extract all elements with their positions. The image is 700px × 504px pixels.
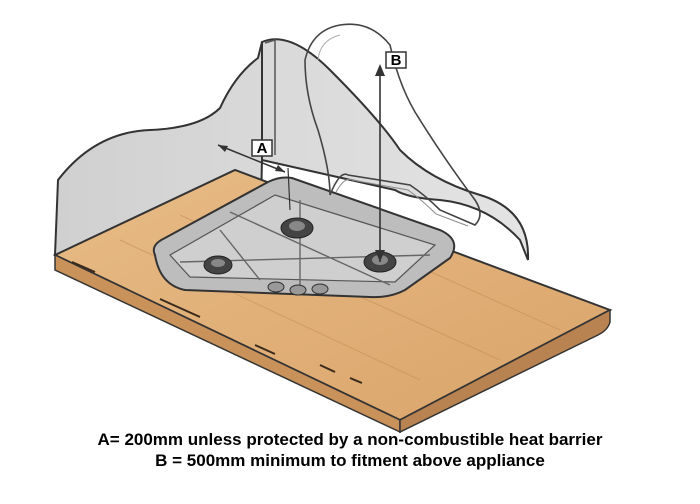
label-a-box [251, 139, 273, 157]
caption-line-a: A= 200mm unless protected by a non-combu… [97, 430, 603, 449]
glass-lid [304, 23, 481, 227]
hob-clearance-illustration: A B [52, 23, 613, 434]
burner-left [203, 255, 233, 275]
dimension-a: A [217, 139, 291, 211]
label-b: B [391, 52, 402, 69]
burner-rear [280, 217, 314, 239]
corner-hob [152, 176, 456, 299]
caption-line-b: B = 500mm minimum to fitment above appli… [155, 451, 545, 470]
dimension-b: B [375, 51, 407, 262]
label-a: A [257, 140, 268, 157]
label-b-box [385, 51, 407, 69]
